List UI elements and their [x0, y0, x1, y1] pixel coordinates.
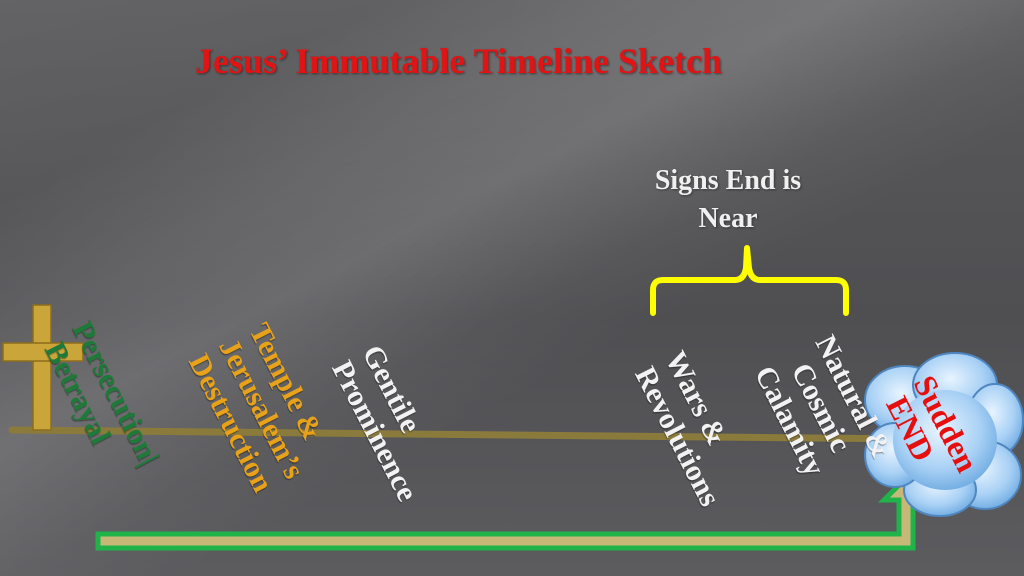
- page-title: Jesus’ Immutable Timeline Sketch: [195, 41, 723, 81]
- cross-icon: [2, 304, 84, 431]
- signs-label-line2: Near: [698, 203, 758, 234]
- signs-label: Signs End is Near: [610, 162, 846, 238]
- timeline-line: [8, 426, 1016, 444]
- brace-icon: [650, 245, 849, 316]
- signs-label-line1: Signs End is: [654, 165, 802, 196]
- cloud-icon: [864, 352, 1024, 517]
